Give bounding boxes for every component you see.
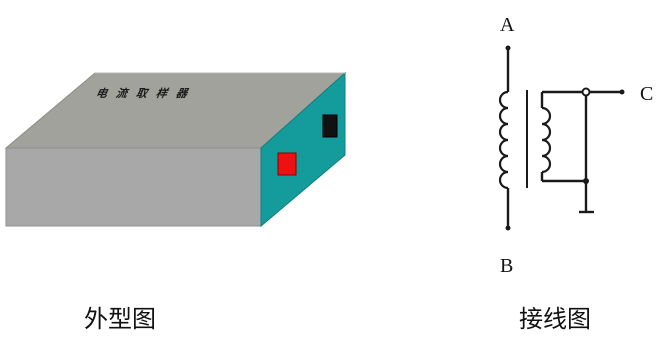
- red-terminal: [277, 152, 297, 176]
- terminal-label-c: C: [640, 83, 653, 105]
- ground-junction-dot: [583, 178, 589, 184]
- black-terminal: [322, 114, 338, 138]
- secondary-coil: [541, 106, 552, 174]
- wiring-diagram: A B C: [498, 14, 653, 277]
- exterior-view: 电流取样器: [4, 71, 347, 228]
- exterior-caption: 外型图: [84, 305, 156, 333]
- terminal-c-node: [581, 87, 591, 97]
- device-lid-label: 电流取样器: [95, 87, 198, 100]
- box-front-face: [5, 147, 262, 227]
- terminal-label-b: B: [500, 255, 513, 277]
- terminal-a-dot: [505, 45, 511, 51]
- primary-coil: [498, 90, 509, 190]
- terminal-c-dot: [619, 89, 625, 95]
- wiring-caption: 接线图: [519, 305, 591, 333]
- terminal-b-dot: [505, 225, 511, 231]
- box-side-face: [260, 71, 346, 228]
- terminal-label-a: A: [500, 14, 515, 36]
